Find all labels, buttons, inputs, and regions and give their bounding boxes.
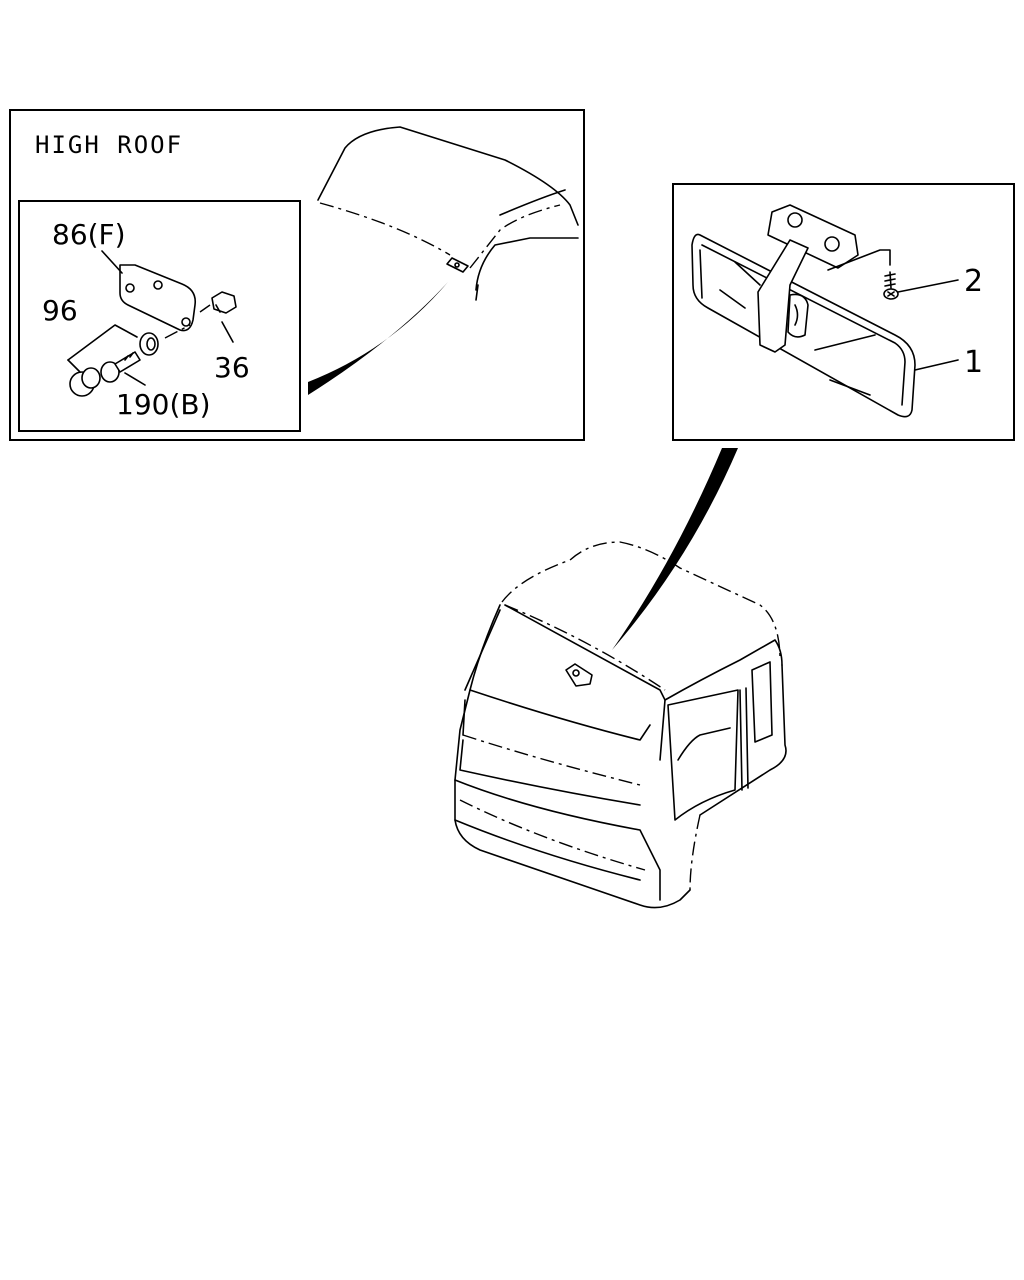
mirror-mount [757,204,859,353]
bolt [100,351,141,383]
fastener-detail-box: 86(F) 96 36 190(B) [18,200,301,432]
inset-title: HIGH ROOF [35,131,183,159]
mirror-inset: 2 1 [672,183,1015,441]
connector-line [612,448,738,650]
callout-86f: 86(F) [52,218,126,251]
callout-36: 36 [214,351,250,384]
callout-190b: 190(B) [116,388,211,421]
callout-2: 2 [964,264,983,299]
nut [199,291,237,314]
high-roof-sketch [308,126,579,395]
truck-cab [454,541,787,909]
callout-1: 1 [964,345,983,380]
bracket-plate [119,264,197,332]
callout-96: 96 [42,294,78,327]
cap [69,367,101,397]
washer [139,324,191,356]
screw [883,271,899,300]
high-roof-inset: HIGH ROOF [9,109,585,441]
